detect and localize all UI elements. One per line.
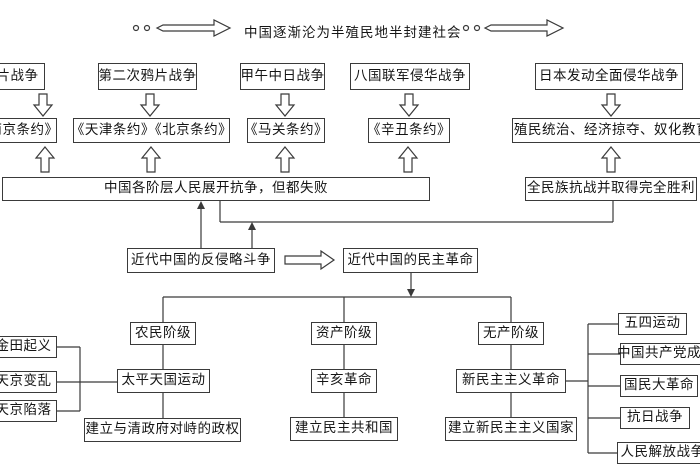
box-bourgeoisie-class: 资产阶级 bbox=[311, 322, 377, 345]
box-anti-japanese-war: 抗日战争 bbox=[620, 407, 690, 429]
dot-icon bbox=[462, 24, 470, 32]
box-tianjing-incident: 天京变乱 bbox=[0, 371, 57, 393]
box-treaty-tianjin-beijing: 《天津条约》《北京条约》 bbox=[71, 118, 232, 143]
box-opium-war: 鸦片战争 bbox=[0, 63, 45, 90]
box-xinhai-revolution: 辛亥革命 bbox=[311, 369, 377, 393]
arrowhead-up-icon bbox=[248, 222, 256, 230]
block-arrow-down-icon bbox=[139, 93, 161, 117]
box-taiping-movement: 太平天国运动 bbox=[117, 369, 210, 393]
block-arrow-right-icon bbox=[284, 249, 336, 271]
box-sino-japanese-war: 甲午中日战争 bbox=[240, 63, 325, 90]
box-liberation-war: 人民解放战争 bbox=[617, 442, 700, 464]
diagram-title: 中国逐渐沦为半殖民地半封建社会 bbox=[244, 25, 462, 41]
box-resistance-failed: 中国各阶层人民展开抗争，但都失败 bbox=[2, 177, 430, 201]
block-arrow-up-icon bbox=[140, 146, 162, 173]
block-arrow-down-icon bbox=[398, 93, 420, 117]
arrowhead-down-icon bbox=[407, 289, 415, 297]
box-proletariat-class: 无产阶级 bbox=[478, 322, 544, 345]
block-arrow-down-icon bbox=[32, 93, 54, 117]
block-arrow-right-icon bbox=[155, 19, 232, 37]
block-arrow-right-icon bbox=[483, 19, 565, 37]
dot-icon bbox=[132, 24, 140, 32]
box-jintian-uprising: 金田起义 bbox=[0, 336, 57, 358]
box-colonial-rule: 殖民统治、经济掠夺、奴化教育 bbox=[512, 118, 700, 143]
box-ccp-founding: 中国共产党成立 bbox=[617, 343, 700, 365]
box-boxer-protocol: 《辛丑条约》 bbox=[367, 118, 451, 143]
box-treaty-shimonoseki: 《马关条约》 bbox=[244, 118, 328, 143]
box-regime-against-qing: 建立与清政府对峙的政权 bbox=[84, 418, 241, 442]
box-anti-aggression-struggle: 近代中国的反侵略斗争 bbox=[127, 248, 275, 273]
block-arrow-up-icon bbox=[600, 146, 622, 173]
dot-icon bbox=[143, 24, 151, 32]
block-arrow-down-icon bbox=[274, 93, 296, 117]
block-arrow-up-icon bbox=[397, 146, 419, 173]
box-may-fourth-movement: 五四运动 bbox=[618, 313, 687, 335]
block-arrow-up-icon bbox=[274, 146, 296, 173]
block-arrow-up-icon bbox=[34, 146, 56, 173]
arrowhead-up-icon bbox=[197, 201, 205, 209]
box-japan-full-invasion: 日本发动全面侵华战争 bbox=[535, 63, 683, 90]
box-fall-of-tianjing: 天京陷落 bbox=[0, 400, 57, 422]
box-national-victory: 全民族抗战并取得完全胜利 bbox=[525, 177, 697, 201]
dot-icon bbox=[473, 24, 481, 32]
box-new-democratic-state: 建立新民主主义国家 bbox=[445, 417, 577, 441]
box-eight-nation-alliance: 八国联军侵华战争 bbox=[350, 63, 470, 90]
box-democratic-republic: 建立民主共和国 bbox=[290, 417, 398, 441]
box-treaty-nanjing: 《南京条约》 bbox=[0, 118, 58, 143]
box-new-democratic-revolution: 新民主主义革命 bbox=[456, 369, 566, 393]
box-peasant-class: 农民阶级 bbox=[130, 322, 196, 345]
block-arrow-down-icon bbox=[600, 93, 622, 117]
box-democratic-revolution: 近代中国的民主革命 bbox=[343, 248, 478, 273]
box-second-opium-war: 第二次鸦片战争 bbox=[98, 63, 197, 90]
box-national-revolution: 国民大革命 bbox=[620, 375, 698, 397]
